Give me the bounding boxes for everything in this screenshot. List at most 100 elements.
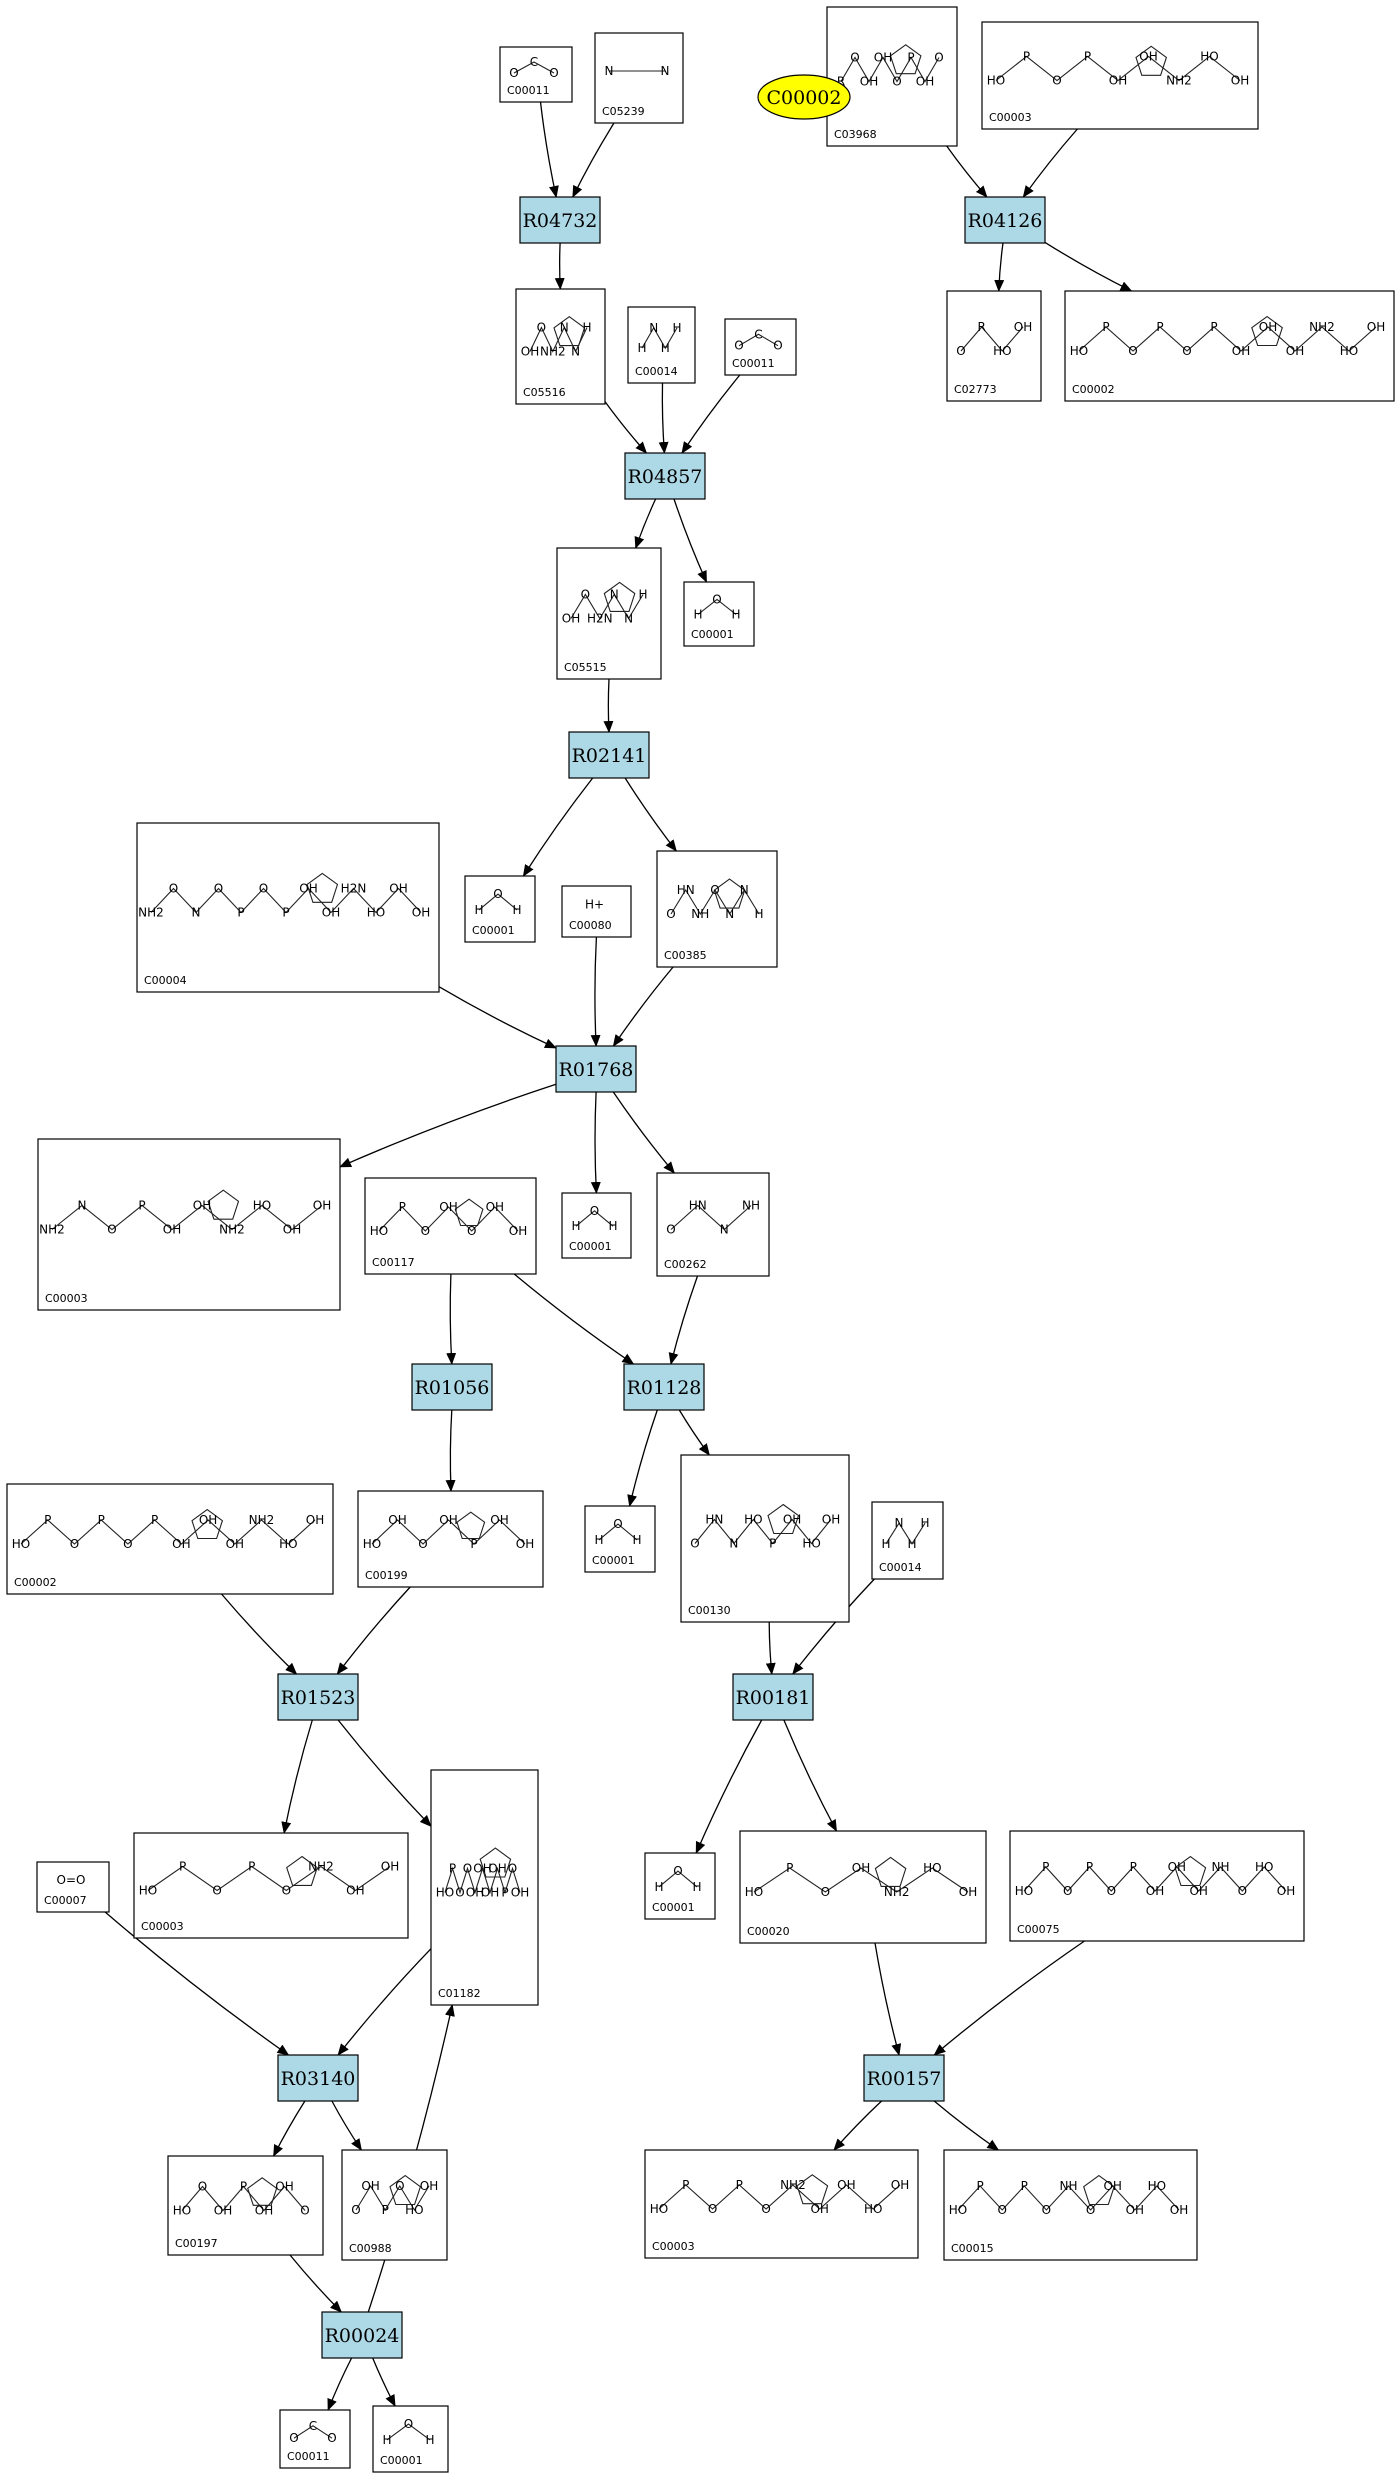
reaction-node[interactable]: R04126: [964, 196, 1046, 244]
atom-label: O: [708, 2202, 717, 2216]
compound-label: C00004: [144, 974, 187, 987]
reaction-node[interactable]: R04857: [624, 452, 706, 500]
compound-label: C00003: [141, 1920, 184, 1933]
bond-skeleton: [478, 893, 518, 911]
atom-label: H: [582, 321, 591, 335]
atom-label: O: [418, 1537, 427, 1551]
ring: [603, 581, 636, 612]
atom-label: P: [1130, 1860, 1137, 1874]
bond-skeleton: [181, 2185, 306, 2212]
bond-skeleton: [444, 1866, 521, 1895]
atom-label: H: [731, 608, 740, 622]
reaction-node[interactable]: R04732: [519, 196, 601, 244]
compound-label: C00002: [14, 1576, 57, 1589]
atom-label: P: [682, 2178, 689, 2192]
reaction-node[interactable]: R00157: [863, 2054, 945, 2102]
highlight-node[interactable]: C00002: [757, 74, 851, 120]
compound-label: C00002: [1072, 383, 1115, 396]
bond-skeleton: [386, 2423, 431, 2441]
compound-label: C00011: [287, 2450, 330, 2463]
atom-label: P: [1021, 2179, 1028, 2193]
edge-n31-R00024: [289, 2254, 343, 2313]
atom-label: O: [712, 593, 721, 607]
atom-label: H: [632, 1533, 641, 1547]
compound-box: [981, 21, 1259, 130]
atom-label: NH2: [308, 1860, 334, 1874]
edge-R00024-n35: [327, 2357, 353, 2411]
atom-label: O: [821, 1885, 830, 1899]
atom-label: O: [107, 1223, 116, 1237]
atom-label: HO: [1015, 1884, 1033, 1898]
bond-skeleton: [371, 1519, 526, 1545]
compound-node[interactable]: H+C00080: [561, 885, 632, 938]
atom-label: OH: [361, 2179, 379, 2193]
atom-label: N: [610, 588, 619, 602]
atom-label: NH: [742, 1199, 760, 1213]
reaction-node[interactable]: R01056: [411, 1363, 493, 1411]
compound-label: C00001: [592, 1554, 635, 1567]
bond-skeleton: [1023, 1866, 1287, 1892]
reaction-box: [568, 731, 650, 779]
reaction-node[interactable]: R01128: [623, 1363, 705, 1411]
compound-label: C01182: [438, 1987, 481, 2000]
bond-skeleton: [641, 326, 678, 350]
reaction-node[interactable]: R00024: [321, 2311, 403, 2359]
atom-label: O: [666, 1223, 675, 1237]
reaction-node[interactable]: R00181: [732, 1673, 814, 1721]
atom-label: O: [997, 2203, 1006, 2217]
atom-label: R: [837, 75, 845, 89]
atom-label: OH: [381, 1860, 399, 1874]
compound-box: [644, 2149, 919, 2259]
reaction-node[interactable]: R01768: [555, 1045, 637, 1093]
atom-label: OH: [439, 1513, 457, 1527]
reaction-node[interactable]: R03140: [277, 2054, 359, 2102]
edge-R04126-n8: [994, 242, 1005, 292]
atom-label: OH: [511, 1886, 529, 1900]
atom-label: OH: [810, 2202, 828, 2216]
reaction-node[interactable]: R01523: [277, 1673, 359, 1721]
compound-label: C00385: [664, 949, 707, 962]
atom-label: O: [1063, 1884, 1072, 1898]
atom-label: N: [649, 321, 658, 335]
atom-label: OH: [1277, 1884, 1295, 1898]
reaction-node[interactable]: R02141: [568, 731, 650, 779]
atom-label: P: [237, 906, 244, 920]
compound-box: [499, 46, 573, 103]
atom-label: NH: [691, 907, 709, 921]
